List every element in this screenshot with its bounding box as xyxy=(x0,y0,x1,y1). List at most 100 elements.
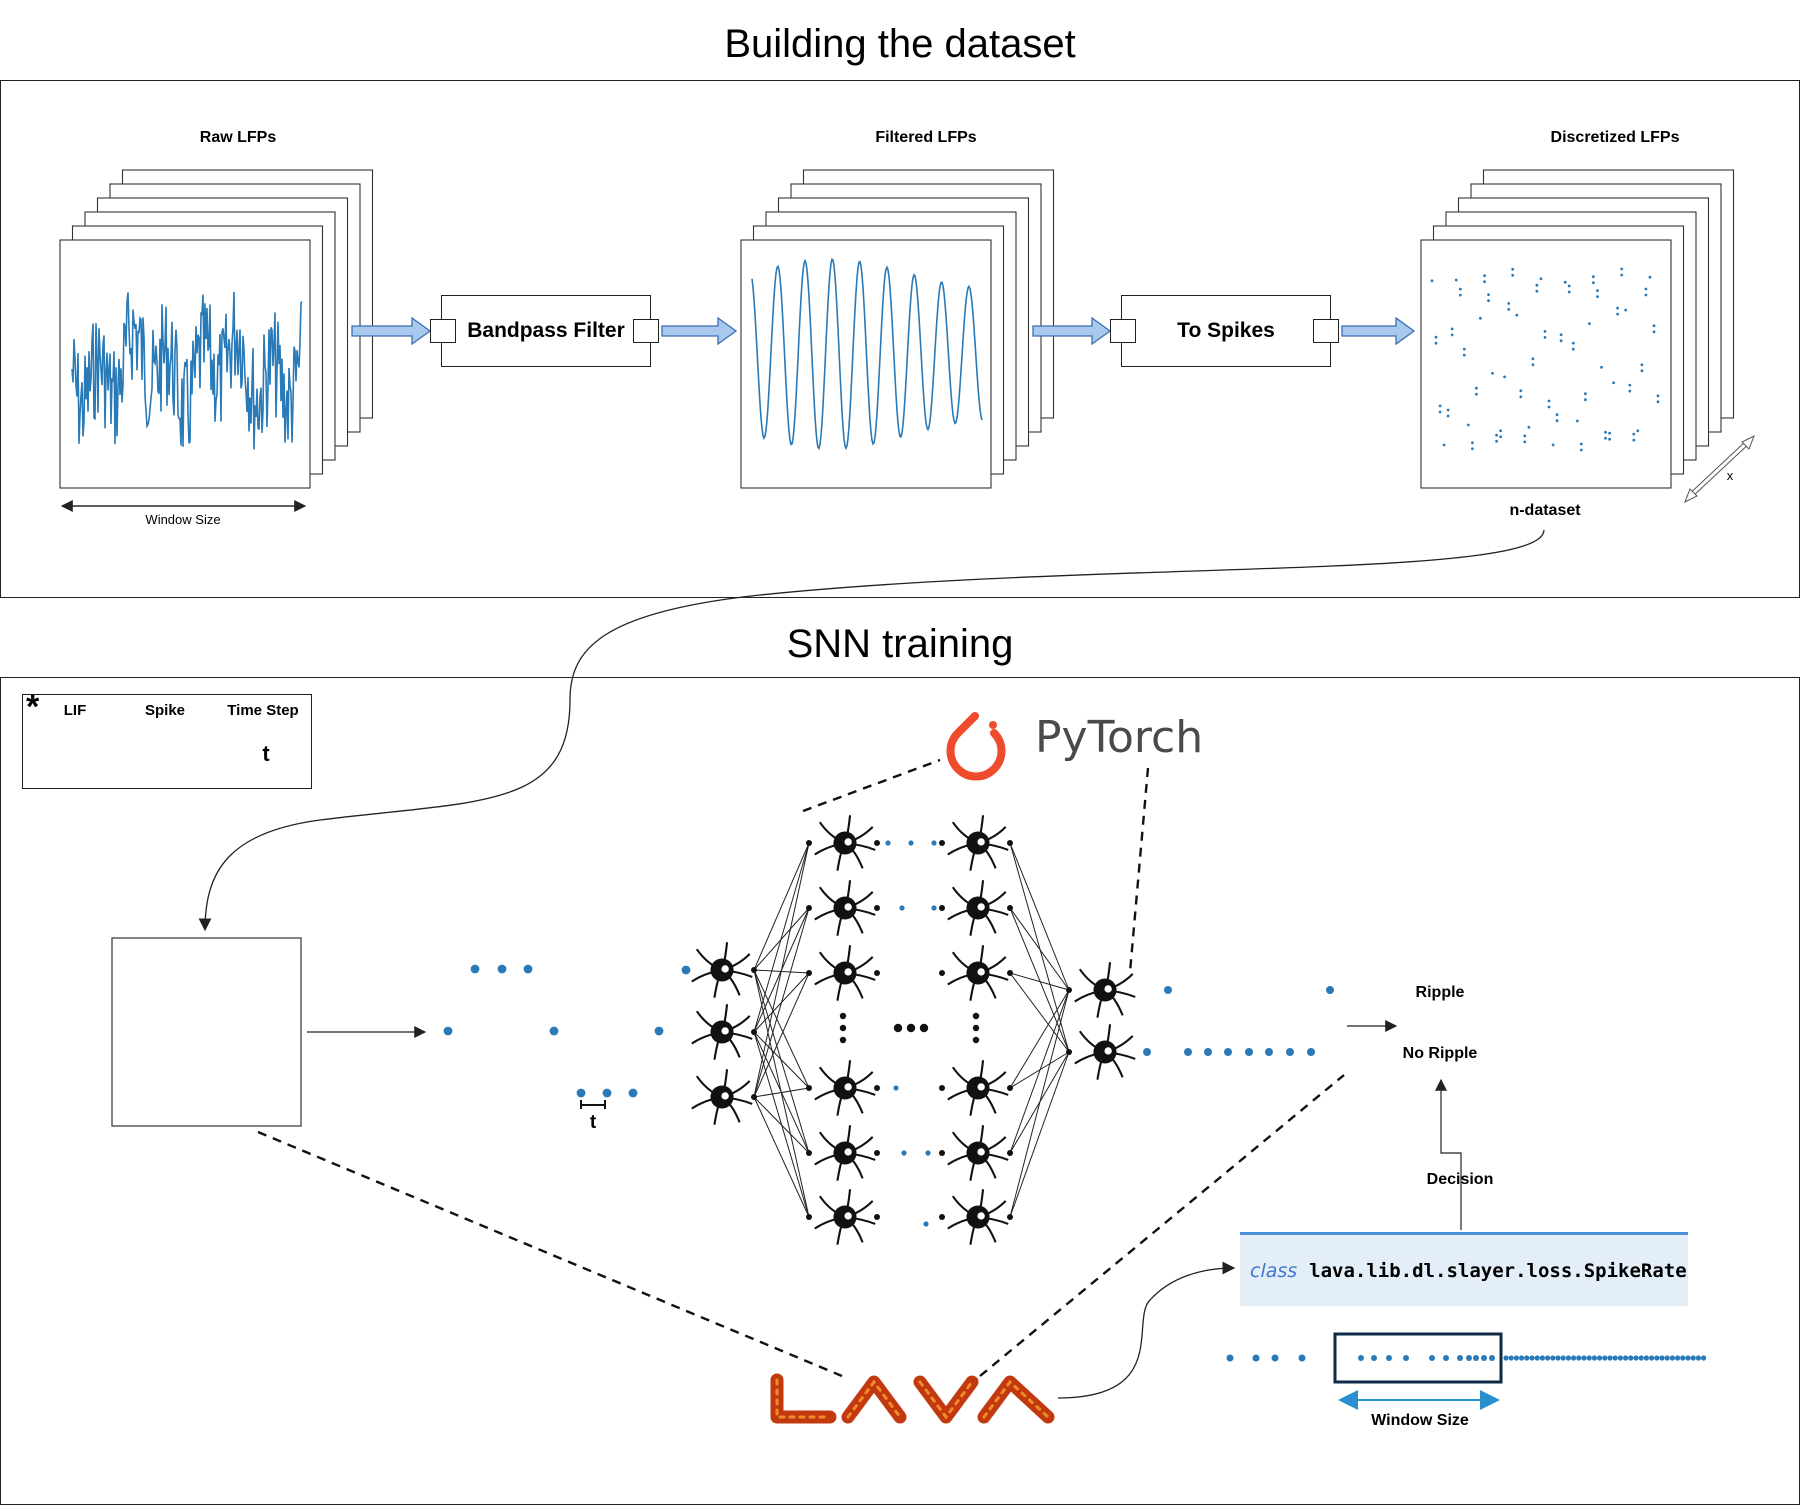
spike-dot xyxy=(1204,1048,1212,1056)
to-spikes-label: To Spikes xyxy=(1177,319,1275,342)
spike-dot xyxy=(1617,1355,1623,1361)
connection xyxy=(753,1096,810,1218)
spike-dot xyxy=(1616,306,1619,310)
spike-dot xyxy=(1438,410,1442,414)
ellipsis-dot xyxy=(839,1012,847,1020)
node-point xyxy=(1007,905,1013,911)
spike-dot xyxy=(470,964,480,974)
spike-dot xyxy=(1579,448,1583,452)
spike-dot xyxy=(1623,1355,1629,1361)
neuron-nucleus xyxy=(844,903,852,911)
spike-dot xyxy=(1466,1355,1472,1361)
bandpass-filter-label: Bandpass Filter xyxy=(467,319,625,342)
spike-dot xyxy=(1491,371,1494,375)
lif-neuron-icon xyxy=(814,815,876,871)
spike-dot xyxy=(681,965,691,975)
spike-dot xyxy=(1638,1355,1644,1361)
spike-dot xyxy=(1652,330,1656,334)
spike-dot xyxy=(1602,1355,1608,1361)
spike-dot xyxy=(1489,1355,1495,1361)
spike-dot xyxy=(1326,986,1334,994)
node-point xyxy=(1007,1085,1013,1091)
spike-dot xyxy=(1446,408,1450,412)
spike-dot xyxy=(1565,1355,1571,1361)
spike-dot xyxy=(1649,1355,1655,1361)
neuron-nucleus xyxy=(844,838,852,846)
node-point xyxy=(939,905,945,911)
spike-dot xyxy=(1612,381,1615,385)
spike-dot xyxy=(1567,290,1571,294)
connection xyxy=(1009,907,1070,1053)
spike-dot xyxy=(1659,1355,1665,1361)
ellipsis-dot xyxy=(839,1036,847,1044)
spike-dot xyxy=(1495,439,1498,443)
connection xyxy=(1009,989,1070,1154)
node-point xyxy=(874,970,880,976)
spike-dot xyxy=(1581,1355,1587,1361)
spike-dot xyxy=(1430,279,1434,283)
node-point xyxy=(806,840,812,846)
legend-t-label: t xyxy=(262,741,270,766)
x-label: x xyxy=(1726,468,1734,483)
neuron-nucleus xyxy=(977,838,985,846)
spike-dot xyxy=(1685,1355,1691,1361)
spike-dot xyxy=(1604,436,1607,440)
spike-dot xyxy=(1559,339,1563,343)
spike-dot xyxy=(885,840,891,846)
to-spikes-input-port xyxy=(1110,319,1136,343)
legend-time-step-label: Time Step xyxy=(227,702,299,719)
connection xyxy=(753,969,810,1089)
lif-neuron-icon xyxy=(814,1060,876,1116)
code-class-path: lava.lib.dl.slayer.loss.SpikeRate xyxy=(1309,1259,1687,1282)
spike-dot xyxy=(1597,1355,1603,1361)
node-point xyxy=(1066,1049,1072,1055)
pytorch-logo-icon xyxy=(946,712,1006,781)
spike-dot xyxy=(1531,363,1535,367)
node-point xyxy=(751,1029,757,1035)
node-point xyxy=(939,840,945,846)
spike-dot xyxy=(1519,1355,1525,1361)
spike-dot xyxy=(1535,283,1539,287)
window-size-label-top: Window Size xyxy=(145,512,221,527)
node-point xyxy=(874,1085,880,1091)
spike-dot xyxy=(1513,1355,1519,1361)
input-t-label: t xyxy=(589,1112,597,1133)
spike-dot xyxy=(1527,425,1531,429)
node-point xyxy=(939,1150,945,1156)
spike-dot xyxy=(1224,1048,1232,1056)
lif-neuron-icon xyxy=(1074,962,1136,1018)
neuron-nucleus xyxy=(844,1083,852,1091)
spike-dot xyxy=(1695,1355,1701,1361)
spike-dot xyxy=(1632,438,1636,442)
spike-dot xyxy=(628,1088,638,1098)
spike-dot xyxy=(1457,1355,1463,1361)
node-point xyxy=(874,1214,880,1220)
spike-dot xyxy=(1450,327,1454,331)
spike-dot xyxy=(1664,1355,1670,1361)
spike-dot xyxy=(1503,1355,1509,1361)
lif-neuron-icon xyxy=(1074,1024,1136,1080)
spike-dot xyxy=(1644,287,1648,291)
spike-dot xyxy=(1669,1355,1675,1361)
ripple-label: Ripple xyxy=(1415,984,1465,1001)
spike-dot xyxy=(1547,405,1551,409)
connection xyxy=(753,907,810,1098)
spike-dot xyxy=(1535,289,1539,293)
spike-dot xyxy=(1524,1355,1530,1361)
spike-dot xyxy=(1643,1355,1649,1361)
node-point xyxy=(939,1214,945,1220)
raw-lfp-stack xyxy=(59,169,374,489)
bandpass-filter-box: Bandpass Filter xyxy=(441,295,651,367)
spike-dot xyxy=(1458,287,1462,291)
node-point xyxy=(1007,840,1013,846)
spike-dot xyxy=(1559,333,1563,337)
spike-dot xyxy=(1479,316,1482,320)
legend-box xyxy=(22,694,312,789)
spike-dot xyxy=(1620,267,1624,271)
spike-dot xyxy=(923,1221,929,1227)
spike-dot xyxy=(1298,1354,1306,1362)
ellipsis-dot xyxy=(919,1023,929,1033)
spike-dot xyxy=(1529,1355,1535,1361)
ellipsis-dot xyxy=(893,1023,903,1033)
spike-dot xyxy=(1519,389,1523,393)
